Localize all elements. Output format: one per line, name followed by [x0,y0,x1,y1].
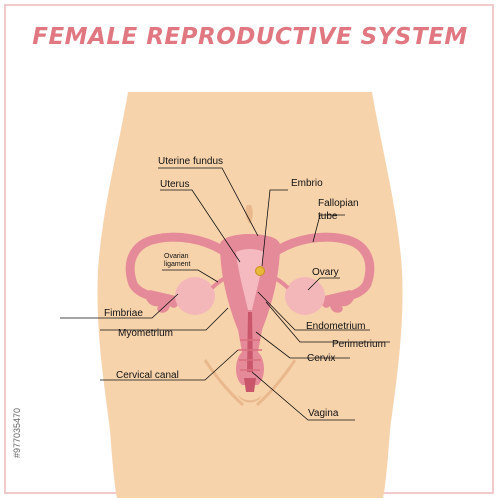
label-uterus: Uterus [160,179,189,190]
label-cervix: Cervix [307,353,335,364]
ovary-left [175,277,215,315]
vagina-opening [244,378,256,392]
leader-endometrium [257,291,370,331]
label-perimetrium: Perimetrium [332,339,386,350]
label-fallopian-tube-line1: Fallopian [318,198,359,209]
ovary-right [285,277,325,315]
hip-crease-right [255,359,297,407]
cervix-folds [238,339,262,371]
fimbriae-right [321,290,355,313]
leader-embrio [261,189,288,267]
fallopian-tube-right [273,232,375,303]
leader-cervix [255,331,350,359]
label-fimbriae: Fimbriae [104,308,143,319]
navel [245,205,253,224]
cervical-canal [247,312,253,372]
leader-uterine-fundus [158,167,259,237]
label-embrio: Embrio [291,178,323,189]
label-ovarian-ligament-line2: ligament [164,261,191,268]
label-ovary: Ovary [312,267,339,278]
label-ovarian-ligament-line1: Ovarian [164,253,189,260]
leader-perimetrium [265,301,390,343]
leader-cervical-canal [100,349,239,381]
label-vagina: Vagina [308,408,339,419]
leader-fallopian-tube [312,214,345,243]
label-uterine-fundus: Uterine fundus [158,156,223,167]
leader-ovary [307,277,340,291]
label-endometrium: Endometrium [306,321,365,332]
uterine-cavity [236,249,264,310]
leader-ovarian-ligament [162,269,219,283]
embrio [255,266,265,276]
label-myometrium: Myometrium [118,328,173,339]
leader-uterus [160,189,241,263]
fallopian-tube-left [125,232,227,303]
groin-shadow [238,395,262,403]
leader-fimbriae [60,293,179,319]
leader-vagina [251,371,355,421]
label-cervical-canal: Cervical canal [116,370,179,381]
label-fallopian-tube-line2: tube [318,211,338,222]
hip-crease-left [203,359,245,407]
diagram-title: FEMALE REPRODUCTIVE SYSTEM [32,24,468,50]
leader-myometrium [100,307,229,331]
fimbriae-left [145,290,179,313]
